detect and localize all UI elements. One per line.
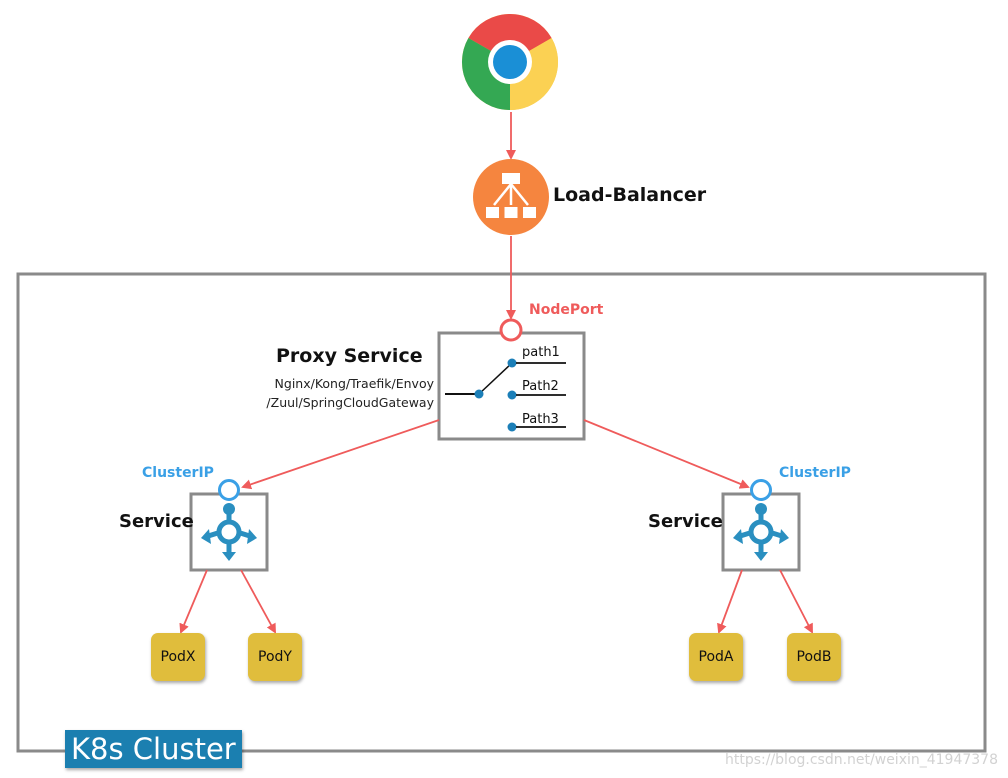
pod-x: PodX [151, 633, 205, 681]
proxy-service-subtitle-2: /Zuul/SpringCloudGateway [266, 395, 434, 410]
service-icon-right [733, 503, 789, 561]
arrow-service-to-podb [779, 569, 813, 634]
switch-icon [445, 358, 566, 432]
nodeport-icon [499, 318, 523, 342]
clusterip-label-left: ClusterIP [142, 465, 214, 481]
load-balancer-label: Load-Balancer [553, 184, 707, 206]
pod-b: PodB [787, 633, 841, 681]
service-label-left: Service [119, 511, 194, 532]
pod-a: PodA [689, 633, 743, 681]
nodeport-label: NodePort [529, 302, 604, 318]
arrow-service-to-podx [179, 569, 208, 634]
load-balancer-icon [473, 159, 549, 235]
pod-y: PodY [248, 633, 302, 681]
path-label-2: Path2 [522, 379, 559, 394]
service-label-right: Service [648, 511, 723, 532]
arrow-service-to-pody [240, 569, 276, 634]
watermark: https://blog.csdn.net/weixin_41947378 [724, 752, 998, 768]
arrow-proxy-to-service-right [583, 419, 750, 489]
path-label-1: path1 [522, 345, 560, 360]
k8s-cluster-border [16, 272, 987, 753]
service-icon-left [201, 503, 257, 561]
clusterip-label-right: ClusterIP [779, 465, 851, 481]
proxy-service-subtitle-1: Nginx/Kong/Traefik/Envoy [274, 376, 434, 391]
arrow-service-to-poda [717, 569, 743, 634]
proxy-service-title: Proxy Service [276, 345, 423, 367]
path-label-3: Path3 [522, 412, 559, 427]
arrow-proxy-to-service-left [241, 419, 440, 490]
clusterip-icon-left [218, 479, 240, 501]
clusterip-icon-right [750, 479, 772, 501]
k8s-cluster-label: K8s Cluster [65, 730, 242, 768]
chrome-browser-icon [461, 13, 559, 111]
